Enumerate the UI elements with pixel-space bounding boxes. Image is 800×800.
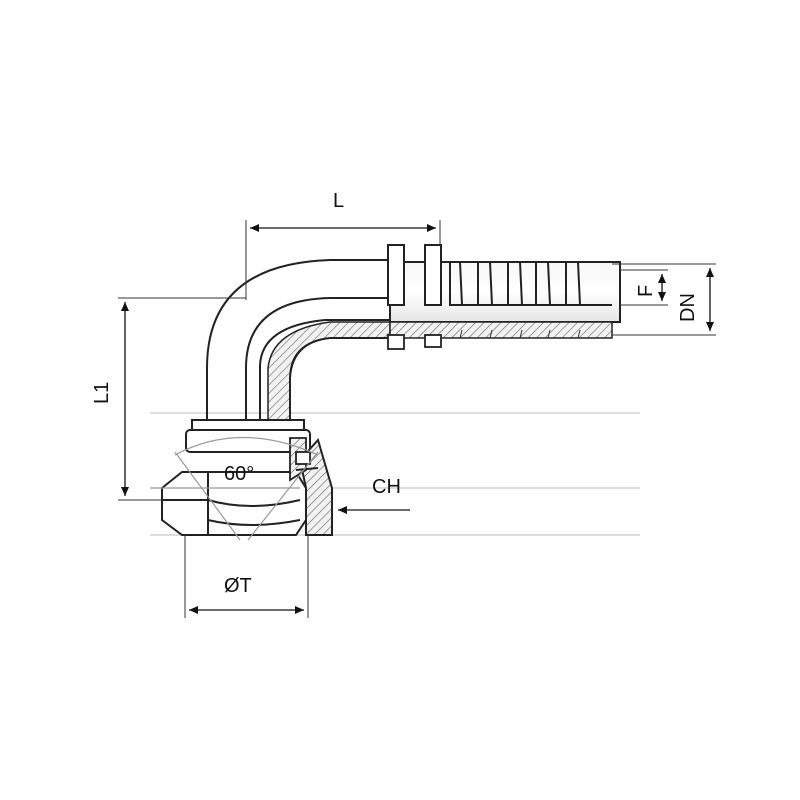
label-F: F xyxy=(635,285,657,297)
dimension-lines xyxy=(118,220,716,618)
label-CH: CH xyxy=(372,476,401,498)
label-T: ØT xyxy=(224,575,252,597)
label-DN: DN xyxy=(677,293,699,322)
hose-tail xyxy=(387,244,621,350)
label-L1: L1 xyxy=(91,382,113,404)
cone-angle xyxy=(150,437,319,541)
label-angle: 60° xyxy=(224,463,254,485)
elbow-body xyxy=(206,259,610,421)
label-L: L xyxy=(333,190,344,212)
